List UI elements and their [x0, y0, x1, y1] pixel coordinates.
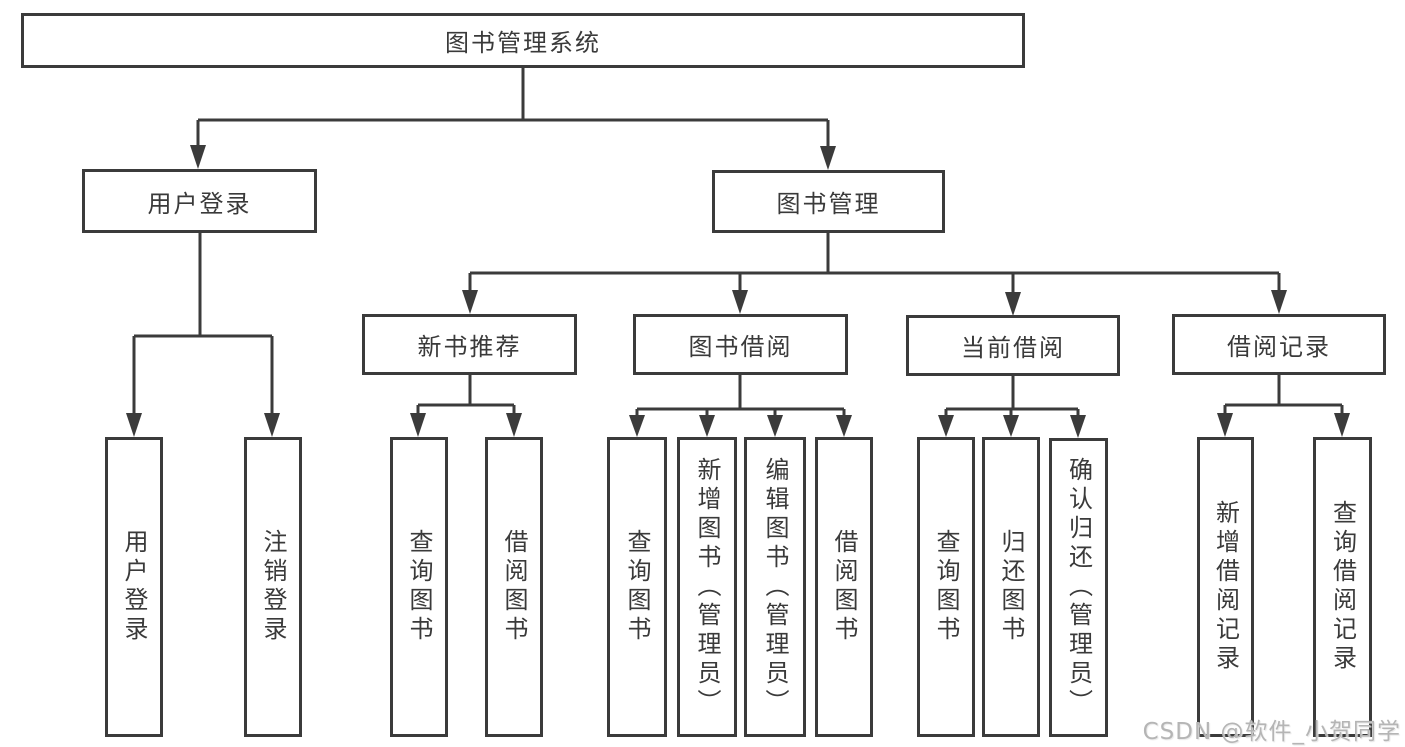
node-borrow-records-label: 借阅记录: [1227, 333, 1331, 361]
leaf-borrow-books-1: 借阅图书: [485, 437, 543, 737]
leaf-confirm-return-admin: 确认归还（管理员）: [1049, 438, 1108, 737]
node-current-borrow-label: 当前借阅: [961, 334, 1065, 362]
node-book-mgmt-label: 图书管理: [776, 190, 881, 218]
leaf-query-books-2-label: 查询图书: [623, 529, 651, 645]
leaf-add-books-admin: 新增图书（管理员）: [677, 437, 737, 737]
leaf-query-books-3: 查询图书: [917, 437, 975, 737]
node-new-books: 新书推荐: [362, 314, 577, 375]
leaf-user-login: 用户登录: [105, 437, 163, 737]
leaf-add-borrow-record: 新增借阅记录: [1197, 437, 1254, 737]
leaf-return-books: 归还图书: [982, 437, 1040, 737]
leaf-logout-label: 注销登录: [259, 529, 287, 645]
node-user-login-label: 用户登录: [147, 189, 252, 218]
node-new-books-label: 新书推荐: [417, 333, 522, 361]
leaf-query-books-2: 查询图书: [607, 437, 667, 737]
leaf-query-books-1: 查询图书: [390, 437, 448, 737]
leaf-borrow-books-2-label: 借阅图书: [830, 529, 858, 645]
leaf-edit-books-admin-label: 编辑图书（管理员）: [761, 456, 789, 718]
leaf-user-login-label: 用户登录: [120, 529, 148, 645]
leaf-confirm-return-admin-label: 确认归还（管理员）: [1064, 457, 1093, 718]
leaf-query-books-3-label: 查询图书: [932, 529, 960, 645]
leaf-logout: 注销登录: [244, 437, 302, 737]
leaf-add-books-admin-label: 新增图书（管理员）: [693, 456, 721, 718]
node-book-borrow-label: 图书借阅: [688, 333, 793, 361]
csdn-watermark: CSDN @软件_小贺同学: [1142, 719, 1401, 745]
leaf-return-books-label: 归还图书: [997, 529, 1025, 645]
leaf-add-borrow-record-label: 新增借阅记录: [1211, 500, 1240, 674]
leaf-query-books-1-label: 查询图书: [405, 529, 433, 645]
leaf-borrow-books-1-label: 借阅图书: [500, 529, 528, 645]
leaf-query-borrow-record-label: 查询借阅记录: [1328, 500, 1357, 674]
node-user-login: 用户登录: [82, 169, 317, 233]
arrowheads: [126, 145, 1350, 438]
node-book-borrow: 图书借阅: [633, 314, 848, 375]
node-root: 图书管理系统: [21, 13, 1025, 68]
node-borrow-records: 借阅记录: [1172, 314, 1386, 375]
node-root-label: 图书管理系统: [445, 29, 601, 57]
leaf-borrow-books-2: 借阅图书: [815, 437, 873, 737]
leaf-edit-books-admin: 编辑图书（管理员）: [744, 437, 806, 737]
node-current-borrow: 当前借阅: [906, 315, 1120, 376]
node-book-mgmt: 图书管理: [712, 170, 945, 233]
leaf-query-borrow-record: 查询借阅记录: [1313, 437, 1372, 737]
